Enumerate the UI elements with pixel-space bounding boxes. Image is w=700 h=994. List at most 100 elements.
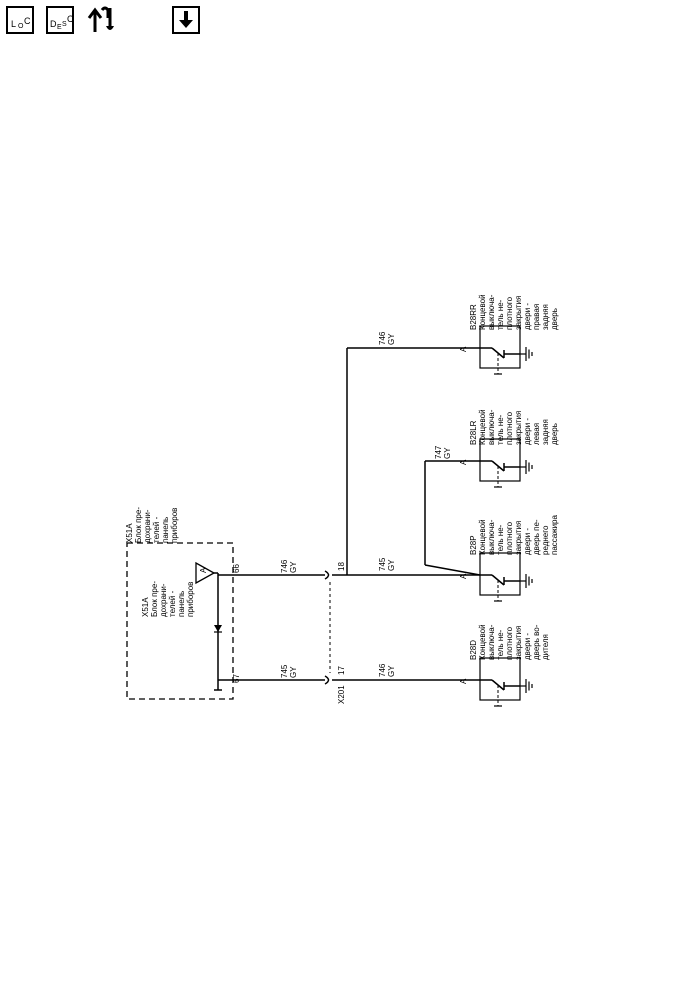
svg-text:плотного: плотного <box>505 411 514 445</box>
repair-tools-button[interactable] <box>86 4 120 36</box>
svg-text:746: 746 <box>378 663 387 677</box>
x51a-outer-label: X51A Блок пре- дохрани- телей - панель п… <box>125 507 179 543</box>
svg-text:B28D: B28D <box>469 640 478 660</box>
svg-text:B28RR: B28RR <box>469 304 478 330</box>
svg-text:панель: панель <box>177 591 186 617</box>
svg-text:плотного: плотного <box>505 296 514 330</box>
svg-text:тель не-: тель не- <box>496 414 505 445</box>
svg-text:Блок пре-: Блок пре- <box>150 581 159 617</box>
toolbar: L O C D E S C <box>0 0 700 40</box>
switch-b28d-label: B28D Концевой выключа- тель не- плотного… <box>469 624 550 660</box>
repair-tools-icon <box>87 6 114 32</box>
svg-text:тель не-: тель не- <box>496 299 505 330</box>
svg-text:закрытия: закрытия <box>514 521 523 555</box>
svg-text:B28P: B28P <box>469 535 478 555</box>
svg-text:левая: левая <box>532 423 541 445</box>
svg-text:A: A <box>459 678 468 684</box>
svg-text:A: A <box>459 573 468 579</box>
svg-text:X51A: X51A <box>125 523 134 543</box>
svg-text:дохрани-: дохрани- <box>159 583 168 617</box>
svg-text:746: 746 <box>280 559 289 573</box>
svg-text:дохрани-: дохрани- <box>143 509 152 543</box>
svg-text:Концевой: Концевой <box>478 624 487 660</box>
svg-text:закрытия: закрытия <box>514 626 523 660</box>
connector-x201-label: X201 <box>337 685 346 704</box>
svg-text:двери -: двери - <box>523 633 532 660</box>
wire-746-label-low: 746 GY <box>378 663 396 677</box>
svg-text:X51A: X51A <box>141 597 150 617</box>
wire-745-label-mid: 745 GY <box>378 557 396 571</box>
svg-text:плотного: плотного <box>505 521 514 555</box>
switch-b28p <box>479 552 533 602</box>
svg-text:Концевой: Концевой <box>478 519 487 555</box>
svg-text:745: 745 <box>378 557 387 571</box>
svg-text:приборов: приборов <box>170 508 179 543</box>
svg-text:66: 66 <box>232 564 241 573</box>
svg-text:пассажира: пассажира <box>550 515 559 556</box>
svg-text:задняя: задняя <box>541 419 550 445</box>
svg-text:GY: GY <box>443 447 452 459</box>
switch-b28rr <box>479 325 533 375</box>
svg-text:746: 746 <box>378 331 387 345</box>
svg-text:745: 745 <box>280 664 289 678</box>
svg-text:закрытия: закрытия <box>514 296 523 330</box>
switch-b28d <box>479 657 533 707</box>
svg-text:B28LR: B28LR <box>469 420 478 445</box>
download-button[interactable] <box>172 6 200 34</box>
wire-746-label-top: 746 GY <box>280 559 298 573</box>
svg-text:GY: GY <box>289 666 298 678</box>
svg-text:плотного: плотного <box>505 626 514 660</box>
svg-text:телей -: телей - <box>152 516 161 543</box>
svg-text:747: 747 <box>434 445 443 459</box>
svg-text:GY: GY <box>387 665 396 677</box>
diode-icon <box>214 625 222 632</box>
fuse-triangle <box>195 561 216 585</box>
svg-text:Концевой: Концевой <box>478 294 487 330</box>
svg-text:Концевой: Концевой <box>478 409 487 445</box>
wire-746-label-right: 746 GY <box>378 331 396 345</box>
svg-text:18: 18 <box>337 562 346 571</box>
svg-text:A: A <box>459 346 468 352</box>
svg-text:A: A <box>459 459 468 465</box>
switch-b28p-label: B28P Концевой выключа- тель не- плотного… <box>469 515 559 556</box>
svg-text:правая: правая <box>532 304 541 330</box>
svg-text:выключа-: выключа- <box>487 294 496 330</box>
svg-text:задняя: задняя <box>541 304 550 330</box>
svg-text:реднего: реднего <box>541 525 550 555</box>
svg-text:17: 17 <box>337 666 346 675</box>
switch-b28lr-label: B28LR Концевой выключа- тель не- плотног… <box>469 409 559 445</box>
loc-button[interactable]: L O C <box>6 6 34 34</box>
svg-text:двери -: двери - <box>523 303 532 330</box>
switch-b28rr-label: B28RR Концевой выключа- тель не- плотног… <box>469 294 559 330</box>
svg-text:двери -: двери - <box>523 418 532 445</box>
svg-text:GY: GY <box>387 333 396 345</box>
svg-text:67: 67 <box>232 674 241 683</box>
svg-text:дверь пе-: дверь пе- <box>532 519 541 555</box>
arrow-down-icon <box>179 11 193 28</box>
svg-text:дверь во-: дверь во- <box>532 624 541 660</box>
wire-747-label: 747 GY <box>434 445 452 459</box>
svg-text:закрытия: закрытия <box>514 411 523 445</box>
connector-x201-cavity-17 <box>324 675 330 685</box>
svg-text:телей -: телей - <box>168 590 177 617</box>
svg-text:дителя: дителя <box>541 634 550 660</box>
svg-text:выключа-: выключа- <box>487 409 496 445</box>
connector-x201-cavity-18 <box>324 570 330 580</box>
switch-b28lr <box>479 438 533 488</box>
svg-text:дверь: дверь <box>550 423 559 445</box>
svg-text:панель: панель <box>161 517 170 543</box>
svg-text:выключа-: выключа- <box>487 624 496 660</box>
svg-text:тель не-: тель не- <box>496 524 505 555</box>
svg-text:приборов: приборов <box>186 582 195 617</box>
desc-button[interactable]: D E S C <box>46 6 74 34</box>
svg-text:дверь: дверь <box>550 308 559 330</box>
svg-text:GY: GY <box>289 561 298 573</box>
wire-745-label-bottom: 745 GY <box>280 664 298 678</box>
svg-text:тель не-: тель не- <box>496 629 505 660</box>
x51a-fuse-block-outline <box>126 542 234 700</box>
svg-text:GY: GY <box>387 559 396 571</box>
svg-text:A: A <box>199 567 208 573</box>
svg-text:Блок пре-: Блок пре- <box>134 507 143 543</box>
svg-text:двери -: двери - <box>523 528 532 555</box>
